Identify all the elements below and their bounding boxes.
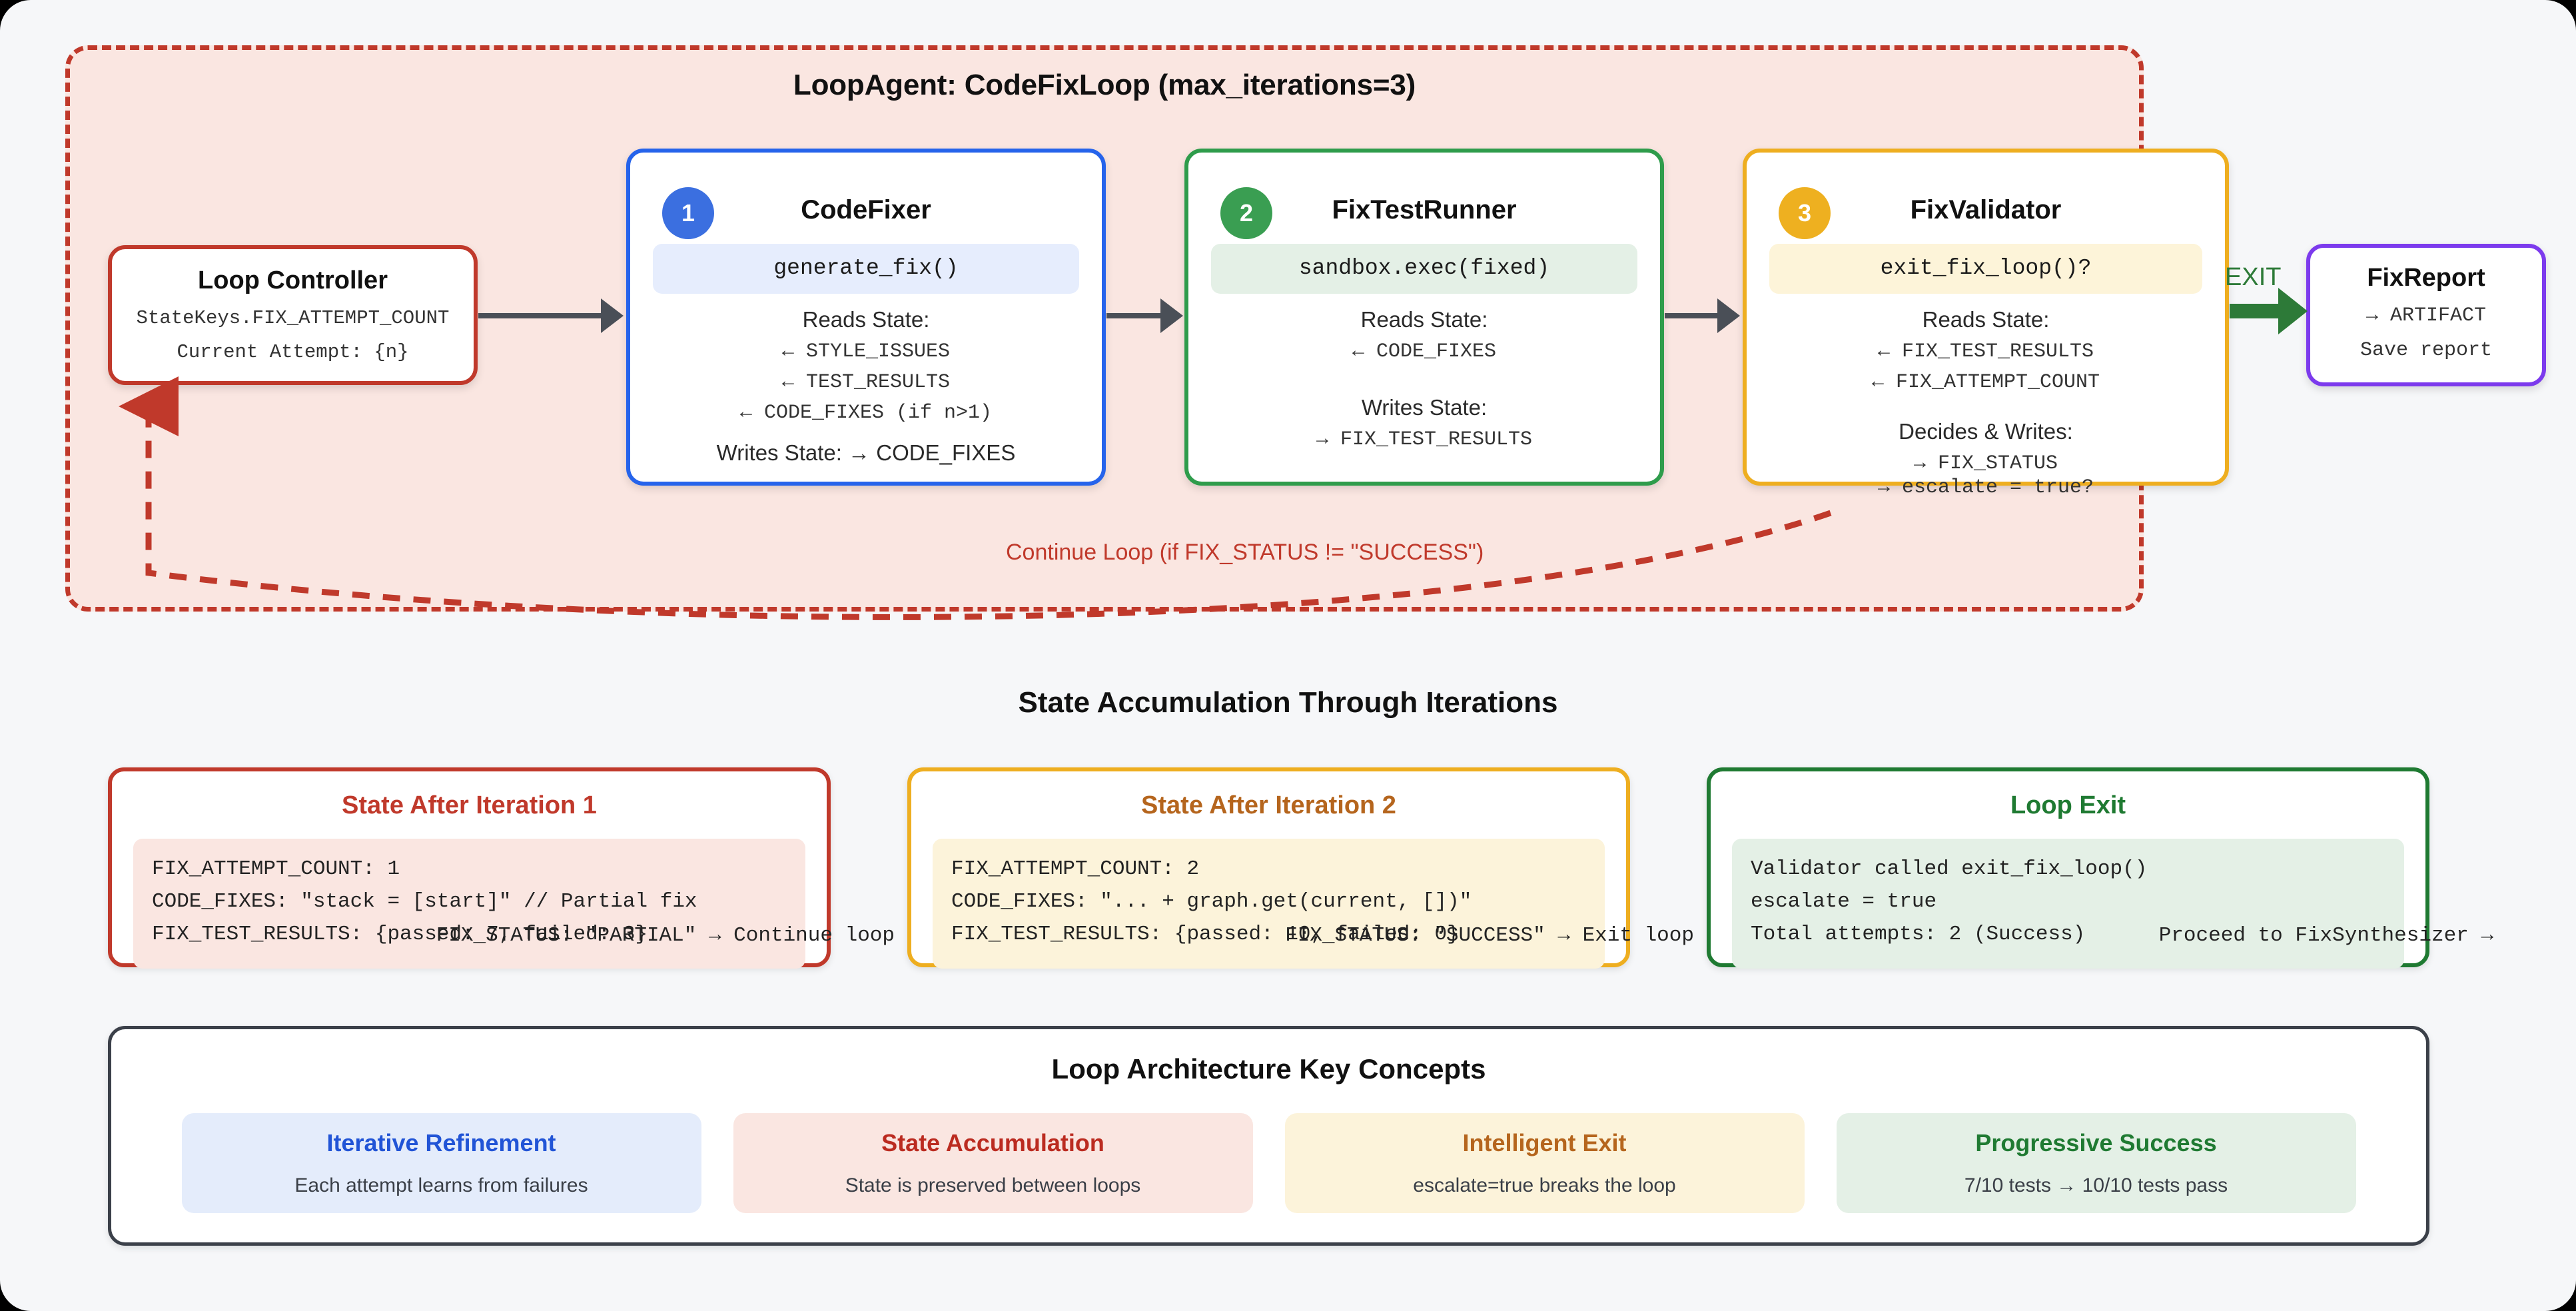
codefixer-reads-item: ← CODE_FIXES (if n>1) — [739, 402, 993, 424]
fixtestrunner-step-badge: 2 — [1220, 187, 1272, 239]
fixvalidator-title: FixValidator — [1910, 195, 2062, 224]
arrow-codefixer-to-fixtestrunner — [1106, 313, 1165, 318]
fixvalidator-reads-label: Reads State: — [1922, 307, 2050, 332]
codefixer-step-badge: 1 — [662, 187, 714, 239]
fixreport-save: Save report — [2360, 339, 2493, 362]
arrow-head-icon — [601, 298, 624, 333]
loop-controller-title: Loop Controller — [198, 266, 388, 294]
key-concepts-panel: Loop Architecture Key Concepts Iterative… — [108, 1026, 2429, 1246]
fixvalidator-reads-item: ← FIX_ATTEMPT_COUNT — [1871, 371, 2100, 394]
fixtestrunner-reads-label: Reads State: — [1360, 307, 1488, 332]
concept-card-intelligent-exit[interactable]: Intelligent Exit escalate=true breaks th… — [1284, 1113, 1805, 1213]
fixvalidator-writes-label: Decides & Writes: — [1899, 419, 2073, 444]
fixvalidator-escalate-note: → escalate = true? — [1877, 476, 2094, 499]
concept-desc: escalate=true breaks the loop — [1413, 1174, 1676, 1196]
concept-title: Progressive Success — [1975, 1129, 2217, 1156]
fixreport-artifact: → ARTIFACT — [2365, 304, 2487, 327]
state-card-line: FIX_ATTEMPT_COUNT: 1 — [152, 857, 400, 881]
fixtestrunner-writes-item: → FIX_TEST_RESULTS — [1316, 428, 1533, 451]
state-card-loop-exit[interactable]: Loop Exit Validator called exit_fix_loop… — [1707, 767, 2493, 969]
loop-controller-attempt: Current Attempt: {n} — [177, 341, 409, 363]
state-section-heading: State Accumulation Through Iterations — [1018, 686, 1558, 719]
concept-card-progressive-success[interactable]: Progressive Success 7/10 tests → 10/10 t… — [1836, 1113, 2356, 1213]
fixvalidator-code-chip: exit_fix_loop()? — [1769, 244, 2202, 294]
state-card-line: Total attempts: 2 (Success) — [1751, 922, 2086, 946]
state-card-line: FIX_TEST_RESULTS: {passed: 7, failed: 3} — [152, 922, 648, 946]
continue-loop-label: Continue Loop (if FIX_STATUS != "SUCCESS… — [1006, 540, 1484, 565]
concept-desc: State is preserved between loops — [845, 1174, 1141, 1196]
state-card-line: CODE_FIXES: "... + graph.get(current, []… — [951, 889, 1472, 913]
state-card-footer: FIX_STATUS: "SUCCESS" → Exit loop — [1285, 924, 1694, 947]
fixtestrunner-title: FixTestRunner — [1332, 195, 1517, 224]
concept-title: State Accumulation — [881, 1129, 1104, 1156]
fixreport-node[interactable]: FixReport → ARTIFACT Save report — [2306, 244, 2546, 386]
state-card-title: Loop Exit — [2010, 791, 2126, 819]
loop-agent-title: LoopAgent: CodeFixLoop (max_iterations=3… — [793, 69, 1416, 101]
arrow-controller-to-codefixer — [478, 313, 605, 318]
state-card-title: State After Iteration 1 — [342, 791, 597, 819]
arrow-fixtestrunner-to-fixvalidator — [1665, 313, 1722, 318]
fixvalidator-node[interactable]: 3 FixValidator exit_fix_loop()? Reads St… — [1743, 149, 2229, 499]
fixtestrunner-code-chip: sandbox.exec(fixed) — [1211, 244, 1637, 294]
exit-arrow-line — [2230, 304, 2283, 318]
codefixer-node[interactable]: 1 CodeFixer generate_fix() Reads State: … — [626, 149, 1106, 486]
loop-controller-statekey: StateKeys.FIX_ATTEMPT_COUNT — [136, 307, 450, 329]
key-concepts-heading: Loop Architecture Key Concepts — [1051, 1053, 1486, 1085]
codefixer-reads-item: ← STYLE_ISSUES — [781, 340, 951, 363]
state-card-line: FIX_ATTEMPT_COUNT: 2 — [951, 857, 1200, 881]
state-card-line: FIX_TEST_RESULTS: {passed: 10, failed: 0… — [951, 922, 1460, 946]
key-concepts-row: Iterative Refinement Each attempt learns… — [111, 1113, 2426, 1213]
state-card-line: escalate = true — [1751, 889, 1937, 913]
fixtestrunner-node[interactable]: 2 FixTestRunner sandbox.exec(fixed) Read… — [1184, 149, 1664, 486]
state-card-iteration-2[interactable]: State After Iteration 2 FIX_ATTEMPT_COUN… — [907, 767, 1694, 969]
state-card-line: CODE_FIXES: "stack = [start]" // Partial… — [152, 889, 697, 913]
exit-arrow-head-icon — [2278, 288, 2308, 334]
codefixer-reads-label: Reads State: — [802, 307, 930, 332]
concept-desc: Each attempt learns from failures — [294, 1174, 588, 1196]
codefixer-writes-inline: Writes State: → CODE_FIXES — [716, 440, 1016, 465]
arrow-head-icon — [1160, 298, 1183, 333]
codefixer-code-chip: generate_fix() — [653, 244, 1079, 294]
codefixer-reads-item: ← TEST_RESULTS — [781, 371, 951, 394]
fixtestrunner-writes-label: Writes State: — [1361, 395, 1488, 420]
loop-controller-node[interactable]: Loop Controller StateKeys.FIX_ATTEMPT_CO… — [108, 245, 478, 385]
state-card-body: FIX_ATTEMPT_COUNT: 2 CODE_FIXES: "... + … — [933, 839, 1605, 969]
state-card-iteration-1[interactable]: State After Iteration 1 FIX_ATTEMPT_COUN… — [108, 767, 895, 969]
fixreport-title: FixReport — [2367, 264, 2485, 292]
state-card-body: Validator called exit_fix_loop() escalat… — [1732, 839, 2404, 969]
fixvalidator-step-badge: 3 — [1779, 187, 1831, 239]
arrow-head-icon — [1717, 298, 1740, 333]
exit-label: EXIT — [2225, 263, 2282, 291]
concept-title: Iterative Refinement — [326, 1129, 556, 1156]
concept-card-state-accumulation[interactable]: State Accumulation State is preserved be… — [733, 1113, 1253, 1213]
concept-title: Intelligent Exit — [1462, 1129, 1627, 1156]
codefixer-title: CodeFixer — [801, 195, 931, 224]
fixtestrunner-reads-item: ← CODE_FIXES — [1352, 340, 1497, 363]
fixvalidator-writes-item: → FIX_STATUS — [1913, 452, 2058, 475]
concept-card-iterative-refinement[interactable]: Iterative Refinement Each attempt learns… — [181, 1113, 701, 1213]
concept-desc: 7/10 tests → 10/10 tests pass — [1964, 1174, 2228, 1196]
state-card-footer: FIX_STATUS: "PARTIAL" → Continue loop — [436, 924, 895, 947]
state-card-body: FIX_ATTEMPT_COUNT: 1 CODE_FIXES: "stack … — [133, 839, 805, 969]
fixvalidator-reads-item: ← FIX_TEST_RESULTS — [1877, 340, 2094, 363]
state-card-line: Validator called exit_fix_loop() — [1751, 857, 2148, 881]
state-card-title: State After Iteration 2 — [1141, 791, 1396, 819]
state-card-footer: Proceed to FixSynthesizer → — [2158, 924, 2493, 947]
